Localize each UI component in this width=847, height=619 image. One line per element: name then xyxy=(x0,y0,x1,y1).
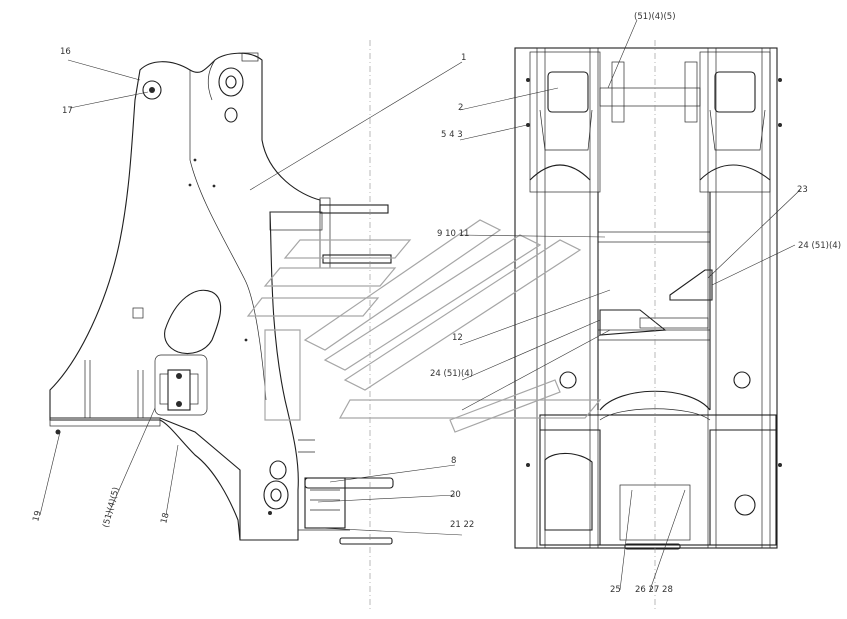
front-view xyxy=(514,40,782,610)
callout-19: 19 xyxy=(31,510,43,523)
side-cutout xyxy=(164,289,222,355)
callout-18: 18 xyxy=(159,512,171,525)
watermark-logo xyxy=(246,219,602,433)
callout-12: 12 xyxy=(452,333,463,343)
callout-26-27-28: 26 27 28 xyxy=(635,585,673,595)
callout-25: 25 xyxy=(610,585,621,595)
leader-lines xyxy=(39,19,801,591)
callout-21-22: 21 22 xyxy=(450,520,474,530)
callout-17: 17 xyxy=(62,106,73,116)
callout-5: (51)(4)(5) xyxy=(634,12,676,22)
callout-23: 23 xyxy=(797,185,808,195)
callout-9: 9 10 11 xyxy=(437,229,469,239)
callout-16: 16 xyxy=(60,47,71,57)
side-plate-outline xyxy=(49,52,321,541)
callout-8: 8 xyxy=(451,456,456,466)
callout-13: (51)(4)(5) xyxy=(101,486,121,529)
callout-1: 1 xyxy=(461,53,466,63)
callout-3: 5 4 3 xyxy=(441,130,463,140)
callout-2: 2 xyxy=(458,103,463,113)
callout-20: 20 xyxy=(450,490,461,500)
callout-14: 24 (51)(4) xyxy=(430,369,473,379)
callout-24: 24 (51)(4) xyxy=(798,241,841,251)
